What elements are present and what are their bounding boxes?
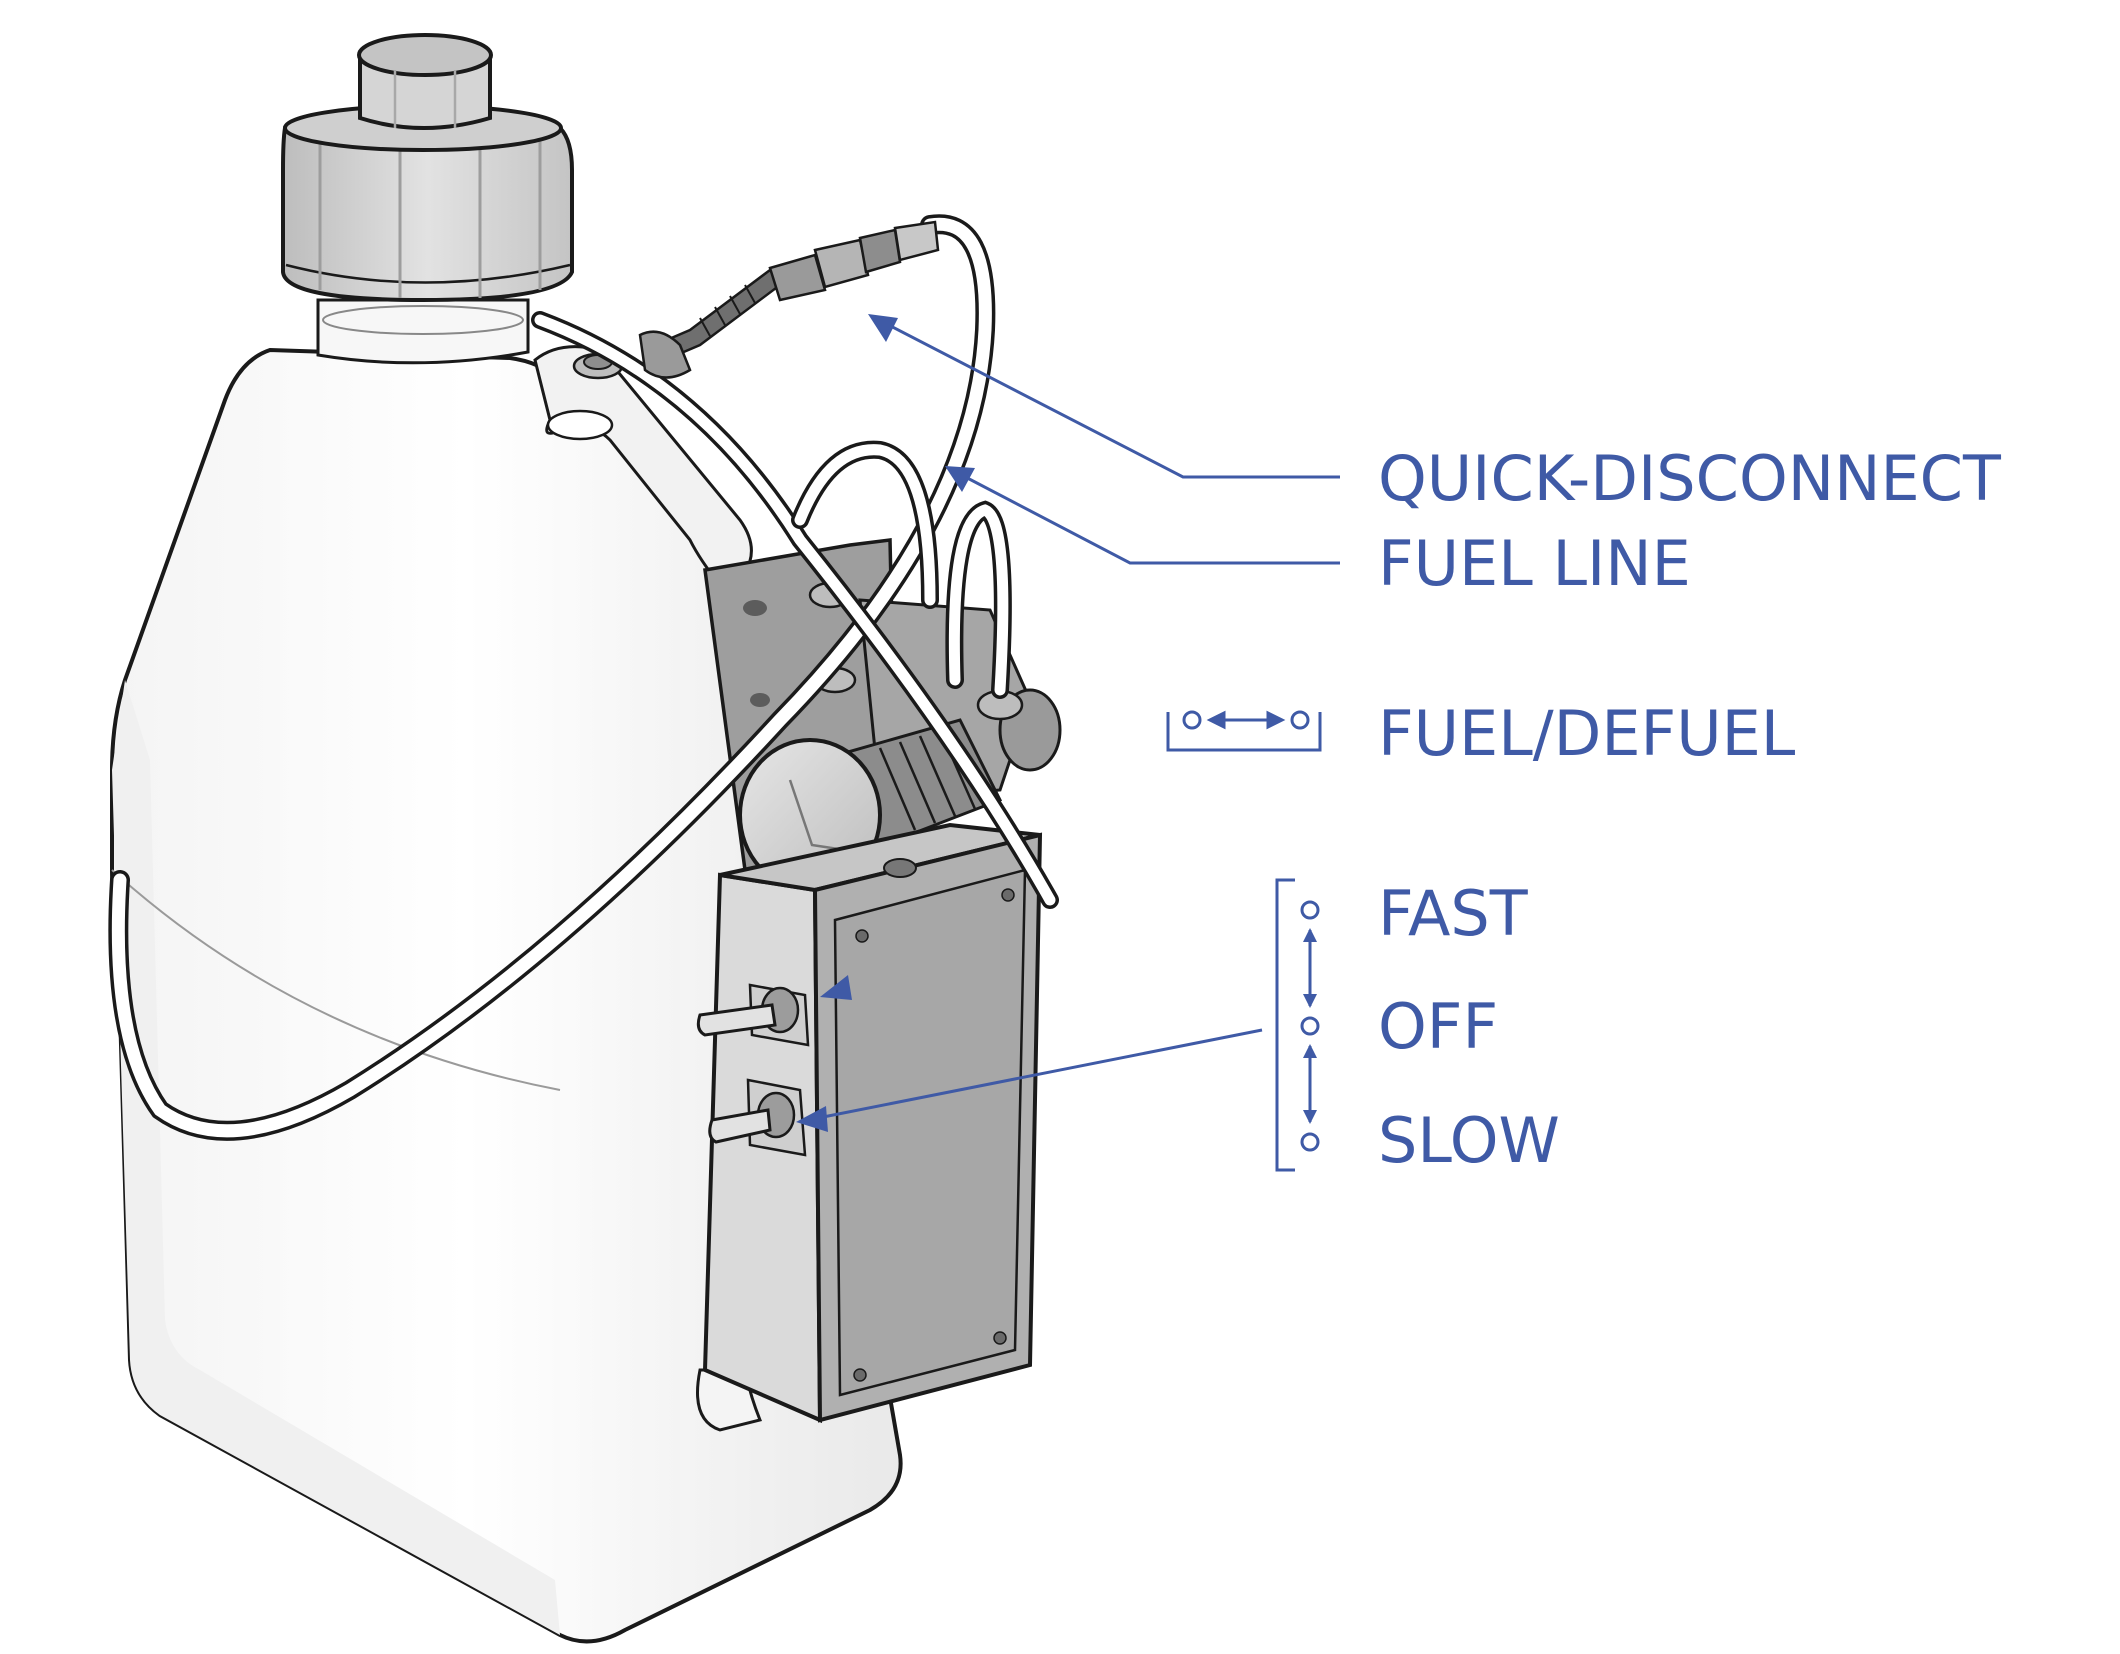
- fuel-line-leader: [951, 468, 1340, 565]
- speed-leader: [807, 1028, 1263, 1122]
- speed-toggle-switch[interactable]: [708, 1078, 807, 1157]
- quick-disconnect-leader: [874, 316, 1340, 479]
- pump-motor: [738, 598, 1062, 892]
- fuel-jug: [110, 298, 903, 1644]
- quick-disconnect-label: QUICK-DISCONNECT: [1378, 442, 2002, 515]
- three-position-vertical-switch-icon: [1275, 878, 1320, 1172]
- fuel-line-hose: [108, 214, 1059, 1141]
- fuel-defuel-label: FUEL/DEFUEL: [1378, 697, 1796, 770]
- fuel-defuel-leader: [1166, 730, 1240, 752]
- fast-label: FAST: [1378, 877, 1529, 950]
- off-label: OFF: [1378, 990, 1498, 1063]
- fuel-jug-left-face: [112, 680, 560, 1635]
- fuel-jug-neck: [316, 298, 530, 365]
- fuel-line-label: FUEL LINE: [1378, 527, 1691, 600]
- callout-arrowheads: [796, 314, 975, 1132]
- fuel-defuel-toggle-switch[interactable]: [696, 983, 810, 1047]
- two-position-horizontal-switch-icon: [1166, 710, 1322, 752]
- fuel-cap: [281, 33, 574, 303]
- quick-disconnect-fitting: [638, 220, 940, 379]
- control-box: [702, 822, 1043, 1424]
- slow-label: SLOW: [1378, 1104, 1560, 1177]
- fuel-cap-base: [281, 126, 574, 303]
- fuel-jug-seam: [111, 869, 561, 1091]
